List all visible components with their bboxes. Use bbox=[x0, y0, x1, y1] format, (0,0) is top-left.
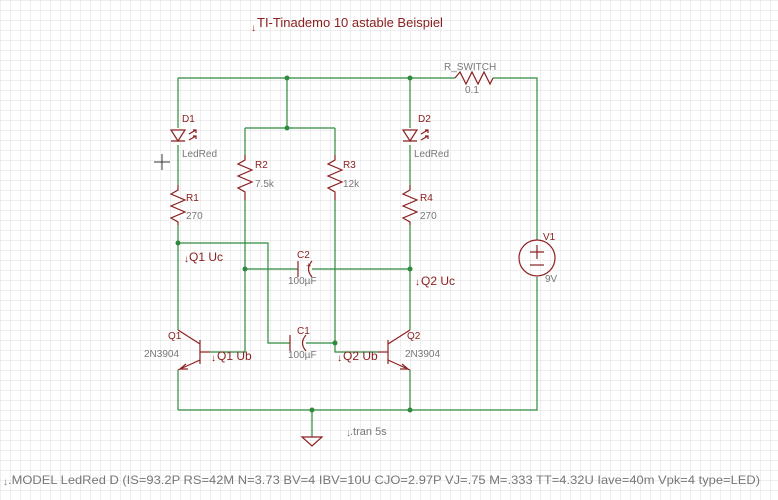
ground-symbol bbox=[300, 436, 324, 447]
resistor-r-switch[interactable]: R_SWITCH 0.1 bbox=[444, 62, 496, 96]
r4-name: R4 bbox=[420, 193, 433, 204]
r1-name: R1 bbox=[186, 193, 199, 204]
q2-uc-marker: ↓ bbox=[415, 277, 420, 288]
r1-value: 270 bbox=[186, 211, 203, 222]
r4-value: 270 bbox=[420, 211, 437, 222]
r2-value: 7.5k bbox=[255, 179, 275, 190]
c2-name: C2 bbox=[297, 250, 310, 261]
tran-marker: ↓ bbox=[346, 428, 351, 439]
led-d2[interactable]: D2 LedRed bbox=[401, 114, 449, 160]
c2-plus: + bbox=[306, 261, 311, 271]
resistor-r1[interactable]: R1 270 bbox=[169, 185, 203, 225]
q1-name: Q1 bbox=[168, 331, 182, 342]
q1-uc-probe: Q1 Uc bbox=[189, 250, 223, 264]
q2-ub-probe: Q2 Ub bbox=[343, 349, 378, 363]
probe-labels: ↓ Q1 Uc ↓ Q2 Uc ↓ Q1 Ub ↓ Q2 Ub bbox=[184, 250, 455, 364]
capacitor-c2[interactable]: + C2 100µF bbox=[288, 250, 317, 287]
crosshair-cursor-icon bbox=[154, 154, 170, 170]
schematic-title: TI-Tinademo 10 astable Beispiel bbox=[257, 15, 443, 30]
transistor-q1[interactable]: Q1 2N3904 bbox=[144, 329, 210, 371]
r-switch-value: 0.1 bbox=[465, 85, 479, 96]
q1-ub-probe: Q1 Ub bbox=[217, 349, 252, 363]
r2-name: R2 bbox=[255, 160, 268, 171]
junction-nodes bbox=[175, 75, 413, 413]
d1-name: D1 bbox=[182, 114, 195, 125]
d2-value: LedRed bbox=[414, 149, 449, 160]
transistor-q2[interactable]: Q2 2N3904 bbox=[378, 329, 440, 371]
tran-directive[interactable]: .tran 5s bbox=[350, 426, 387, 438]
v1-name: V1 bbox=[543, 232, 556, 243]
resistor-r4[interactable]: R4 270 bbox=[401, 185, 437, 225]
q1-value: 2N3904 bbox=[144, 349, 179, 360]
c1-name: C1 bbox=[297, 326, 310, 337]
v1-value: 9V bbox=[545, 274, 558, 285]
r3-name: R3 bbox=[343, 160, 356, 171]
model-marker: ↓ bbox=[3, 477, 8, 488]
c1-value: 100µF bbox=[288, 350, 317, 361]
resistor-r3[interactable]: R3 12k bbox=[326, 155, 360, 200]
q2-value: 2N3904 bbox=[405, 349, 440, 360]
q1-ub-marker: ↓ bbox=[211, 353, 216, 364]
d2-name: D2 bbox=[418, 114, 431, 125]
r-switch-name: R_SWITCH bbox=[444, 62, 496, 73]
c2-value: 100µF bbox=[288, 276, 317, 287]
resistor-r2[interactable]: R2 7.5k bbox=[236, 155, 275, 200]
capacitor-c1[interactable]: C1 100µF bbox=[288, 326, 317, 361]
q1-uc-marker: ↓ bbox=[184, 254, 189, 265]
r3-value: 12k bbox=[343, 179, 360, 190]
q2-uc-probe: Q2 Uc bbox=[421, 274, 455, 288]
d1-value: LedRed bbox=[182, 149, 217, 160]
voltage-source-v1[interactable]: V1 9V bbox=[518, 232, 558, 285]
title-marker: ↓ bbox=[251, 23, 256, 34]
model-directive[interactable]: .MODEL LedRed D (IS=93.2P RS=42M N=3.73 … bbox=[8, 473, 760, 487]
q2-ub-marker: ↓ bbox=[337, 353, 342, 364]
q2-name: Q2 bbox=[407, 331, 421, 342]
led-d1[interactable]: D1 LedRed bbox=[169, 114, 217, 160]
